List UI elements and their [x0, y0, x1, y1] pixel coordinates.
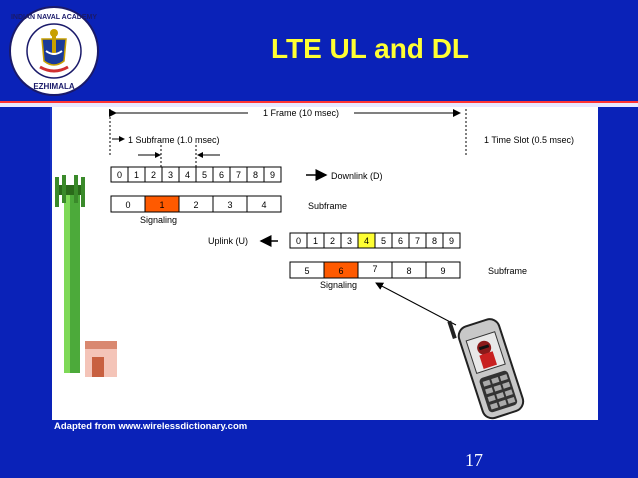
ul-signaling-label: Signaling	[320, 280, 357, 290]
frame-label-bg	[248, 107, 354, 118]
ul-slot-label: 2	[330, 236, 335, 246]
ul-slot-label: 7	[415, 236, 420, 246]
dl-slot-label: 1	[134, 170, 139, 180]
dl-slot-label: 3	[168, 170, 173, 180]
dl-subframe-label: 4	[261, 200, 266, 210]
subframe-label: 1 Subframe (1.0 msec)	[128, 135, 220, 145]
ul-slot-label: 4	[364, 236, 369, 246]
downlink-subframe-row: 0 1 2 3 4	[110, 195, 282, 213]
dl-slot-label: 4	[185, 170, 190, 180]
downlink-label: Downlink (D)	[331, 171, 383, 181]
dl-subframe-label: 3	[227, 200, 232, 210]
ul-slot-label: 9	[449, 236, 454, 246]
dl-slot-label: 5	[202, 170, 207, 180]
ul-slot-label: 5	[381, 236, 386, 246]
ul-slot-label: 3	[347, 236, 352, 246]
downlink-slot-row: 0 1 2 3 4 5 6 7 8 9	[110, 166, 282, 183]
ul-slot-box	[442, 232, 461, 249]
dl-slot-label: 7	[236, 170, 241, 180]
ul-subframe-box	[425, 261, 461, 279]
slide-title: LTE UL and DL	[270, 33, 470, 64]
ul-subframe-label: 6	[338, 266, 343, 276]
header-divider	[0, 101, 638, 107]
ul-slot-label: 6	[398, 236, 403, 246]
frame-label: 1 Frame (10 msec)	[263, 108, 339, 118]
ul-slot-label: 8	[432, 236, 437, 246]
logo-text-bottom: EZHIMALA	[33, 82, 75, 91]
ul-slot-label: 1	[313, 236, 318, 246]
dl-slot-label: 6	[219, 170, 224, 180]
dl-subframe-label: 1	[159, 200, 164, 210]
dl-slot-label: 0	[117, 170, 122, 180]
mobile-phone-icon	[447, 318, 525, 420]
dl-signaling-label: Signaling	[140, 215, 177, 225]
lte-frame-diagram: 1 Frame (10 msec) 1 Subframe (1.0 msec) …	[55, 107, 574, 420]
dl-slot-box	[263, 166, 282, 183]
dl-subframe-label: 0	[125, 200, 130, 210]
cell-tower-icon	[55, 175, 117, 377]
phone-signaling-arrow	[375, 282, 457, 326]
uplink-slot-row: 0 1 2 3 4 5 6 7 8 9	[289, 232, 461, 249]
slide-header	[0, 0, 638, 100]
dl-slot-label: 9	[270, 170, 275, 180]
dl-subframe-label: 2	[193, 200, 198, 210]
dl-subframe-text: Subframe	[308, 201, 347, 211]
ul-subframe-label: 8	[406, 266, 411, 276]
timeslot-label: 1 Time Slot (0.5 msec)	[484, 135, 574, 145]
page-number: 17	[465, 450, 483, 470]
dl-slot-label: 8	[253, 170, 258, 180]
uplink-label: Uplink (U)	[208, 236, 248, 246]
ul-subframe-label: 7	[372, 264, 377, 274]
ul-subframe-label: 9	[440, 266, 445, 276]
ul-subframe-text: Subframe	[488, 266, 527, 276]
naval-academy-logo: INDIAN NAVAL ACADEMY EZHIMALA	[9, 6, 99, 96]
uplink-subframe-row: 5 6 7 8 9	[289, 261, 461, 279]
logo-text-top: INDIAN NAVAL ACADEMY	[11, 14, 97, 21]
dl-subframe-box	[246, 195, 282, 213]
diagram-panel: 1 Frame (10 msec) 1 Subframe (1.0 msec) …	[52, 107, 598, 420]
dl-slot-label: 2	[151, 170, 156, 180]
source-credit: Adapted from www.wirelessdictionary.com	[54, 421, 248, 432]
ul-subframe-label: 5	[304, 266, 309, 276]
ul-slot-label: 0	[296, 236, 301, 246]
